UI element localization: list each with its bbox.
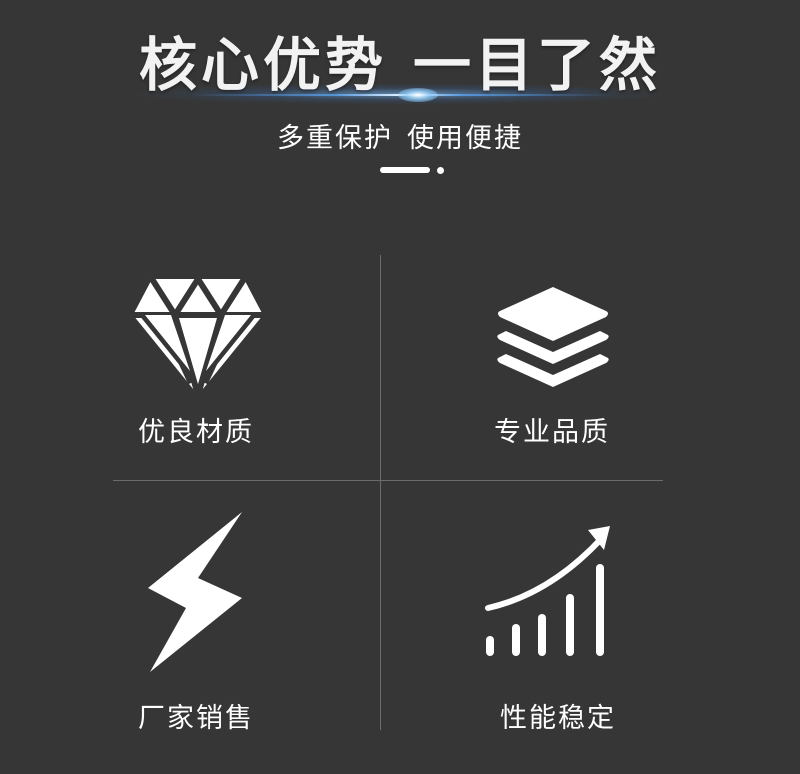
- layers-icon: [496, 287, 610, 391]
- feature-label: 厂家销售: [138, 703, 254, 734]
- feature-label: 性能稳定: [500, 703, 616, 734]
- vertical-divider: [380, 255, 381, 730]
- diamond-icon: [133, 273, 263, 406]
- page-subtitle: 多重保护使用便捷: [0, 116, 800, 155]
- title-part2: 一目了然: [413, 31, 662, 99]
- title-part1: 核心优势: [138, 31, 387, 99]
- feature-label: 专业品质: [494, 417, 610, 448]
- header: 核心优势一目了然 多重保护使用便捷: [0, 0, 800, 200]
- growth-chart-icon: [484, 524, 614, 664]
- subtitle-part1: 多重保护: [277, 123, 393, 154]
- horizontal-divider: [113, 480, 663, 481]
- decorative-bar: [380, 167, 430, 173]
- decorative-dot: [437, 167, 444, 174]
- page-title: 核心优势一目了然: [0, 18, 800, 102]
- subtitle-part2: 使用便捷: [407, 123, 523, 154]
- light-flare: [398, 88, 438, 102]
- lightning-icon: [148, 512, 244, 676]
- feature-label: 优良材质: [138, 417, 254, 448]
